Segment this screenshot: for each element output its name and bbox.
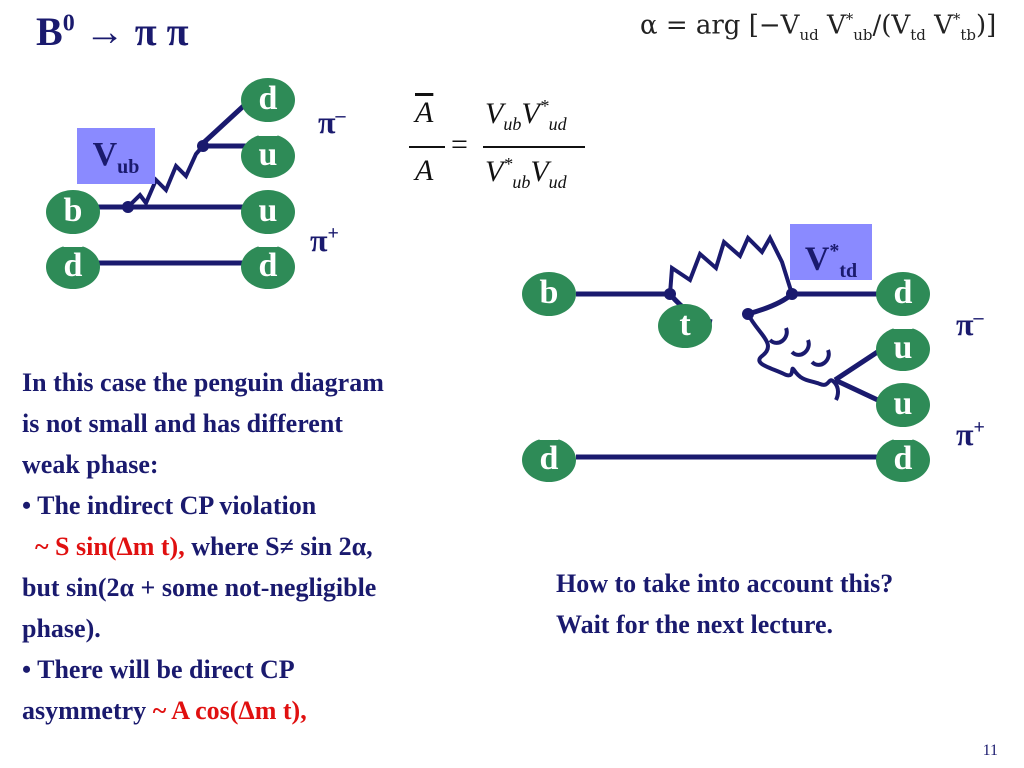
ratio-line-left xyxy=(409,146,445,148)
penguin-quark-b: b xyxy=(522,272,576,316)
tree-quark-b: b xyxy=(46,190,100,234)
explanation-text: In this case the penguin diagram is not … xyxy=(22,362,512,731)
penguin-t-right xyxy=(747,292,794,317)
text-line-1: In this case the penguin diagram xyxy=(22,368,384,397)
ratio-equals: = xyxy=(451,128,468,161)
question-line-2: Wait for the next lecture. xyxy=(556,610,834,639)
tree-quark-ubar: u xyxy=(241,134,295,178)
vtd-label: V*td xyxy=(790,224,872,282)
penguin-vertex-2 xyxy=(786,288,798,300)
question-line-1: How to take into account this? xyxy=(556,569,894,598)
penguin-quark-ubar: u xyxy=(876,327,930,371)
tree-quark-dbar-left: d xyxy=(46,245,100,289)
penguin-quark-dbar-left: d xyxy=(522,438,576,482)
ratio-line-right xyxy=(483,146,585,148)
penguin-u-line xyxy=(833,377,884,405)
tree-pi-plus: π+ xyxy=(310,222,339,258)
text-line-3: weak phase: xyxy=(22,450,159,479)
text-line-6: but sin(2α + some not-negligible xyxy=(22,573,377,602)
direct-cp-term: ~ A cos(Δm t), xyxy=(152,696,307,725)
indirect-cp-term: ~ S sin(Δm t), xyxy=(35,532,185,561)
tree-vertex-1 xyxy=(122,201,134,213)
penguin-vertex-1 xyxy=(664,288,676,300)
penguin-ubar-line xyxy=(833,346,884,383)
text-line-4: • The indirect CP violation xyxy=(22,491,317,520)
text-line-9: asymmetry ~ A cos(Δm t), xyxy=(22,696,307,725)
penguin-vertex-3 xyxy=(742,308,754,320)
question-text: How to take into account this? Wait for … xyxy=(556,563,893,645)
slide-title: B0 → π π xyxy=(36,9,189,54)
tree-quark-d: d xyxy=(241,78,295,122)
penguin-w-boson xyxy=(668,233,794,295)
penguin-quark-u: u xyxy=(876,383,930,427)
penguin-pi-minus: π– xyxy=(956,306,984,342)
vub-label: Vub xyxy=(77,128,155,184)
tree-quark-u: u xyxy=(241,190,295,234)
ratio-num-abar: A xyxy=(415,96,434,129)
penguin-quark-t: t xyxy=(658,304,712,348)
ratio-den-a: A xyxy=(415,154,434,187)
page-number: 11 xyxy=(982,742,998,759)
penguin-quark-dbar-right: d xyxy=(876,438,930,482)
alpha-formula: α = arg [−Vud V*ub/(Vtd V*tb)] xyxy=(640,10,997,44)
text-line-8: • There will be direct CP xyxy=(22,655,295,684)
tree-pi-minus: π– xyxy=(318,104,346,140)
tree-vertex-2 xyxy=(197,140,209,152)
tree-w-boson xyxy=(126,144,205,209)
ratio-denominator: V*ubVud xyxy=(485,154,567,192)
ratio-numerator: VubV*ud xyxy=(485,96,567,134)
text-line-7: phase). xyxy=(22,614,101,643)
penguin-gluon xyxy=(746,313,840,401)
text-line-2: is not small and has different xyxy=(22,409,343,438)
penguin-quark-d: d xyxy=(876,272,930,316)
text-line-5: ~ S sin(Δm t), where S≠ sin 2α, xyxy=(35,532,373,561)
tree-d-line xyxy=(198,98,252,148)
tree-quark-dbar-right: d xyxy=(241,245,295,289)
penguin-pi-plus: π+ xyxy=(956,416,985,452)
